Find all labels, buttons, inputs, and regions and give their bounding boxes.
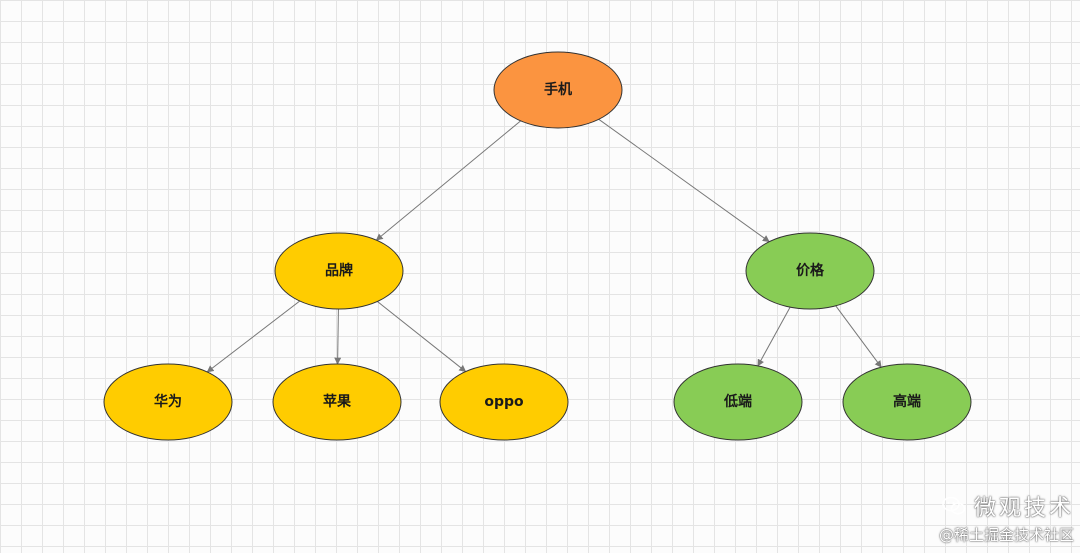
node-huawei: 华为: [103, 363, 233, 441]
watermark-account-name: 微观技术: [973, 496, 1074, 521]
node-lowend-label: 低端: [723, 393, 752, 410]
edge-brand-to-huawei: [206, 300, 301, 373]
watermark-source: @稀土掘金技术社区: [938, 526, 1074, 544]
node-price-label: 价格: [796, 262, 825, 279]
node-phone-shape: [493, 51, 623, 129]
watermark-account-row: 微观技术: [939, 490, 1074, 522]
node-highend-shape: [842, 363, 972, 441]
node-brand-shape: [274, 232, 404, 310]
node-huawei-shape: [103, 363, 233, 441]
node-apple-shape: [272, 363, 402, 441]
edge-phone-to-price: [598, 118, 770, 243]
node-lowend-shape: [673, 363, 803, 441]
node-apple-label: 苹果: [323, 393, 352, 410]
node-apple: 苹果: [272, 363, 402, 441]
node-phone-label: 手机: [544, 81, 572, 98]
node-huawei-label: 华为: [154, 393, 182, 410]
node-lowend: 低端: [673, 363, 803, 441]
watermark: 微观技术 @稀土掘金技术社区: [939, 490, 1074, 545]
node-oppo: oppo: [439, 363, 569, 441]
edge-phone-to-brand: [375, 120, 521, 241]
node-oppo-label: oppo: [484, 394, 524, 410]
node-price: 价格: [745, 232, 875, 310]
node-highend: 高端: [842, 363, 972, 441]
node-brand-label: 品牌: [325, 262, 353, 279]
node-highend-label: 高端: [893, 393, 921, 410]
node-oppo-shape: [439, 363, 569, 441]
edge-brand-to-oppo: [377, 301, 467, 373]
edge-price-to-highend: [835, 305, 882, 368]
wechat-icon: [942, 496, 966, 515]
node-phone: 手机: [493, 51, 623, 129]
edge-brand-to-apple: [334, 308, 342, 365]
node-brand: 品牌: [274, 232, 404, 310]
edge-price-to-lowend: [757, 306, 791, 367]
node-price-shape: [745, 232, 875, 310]
